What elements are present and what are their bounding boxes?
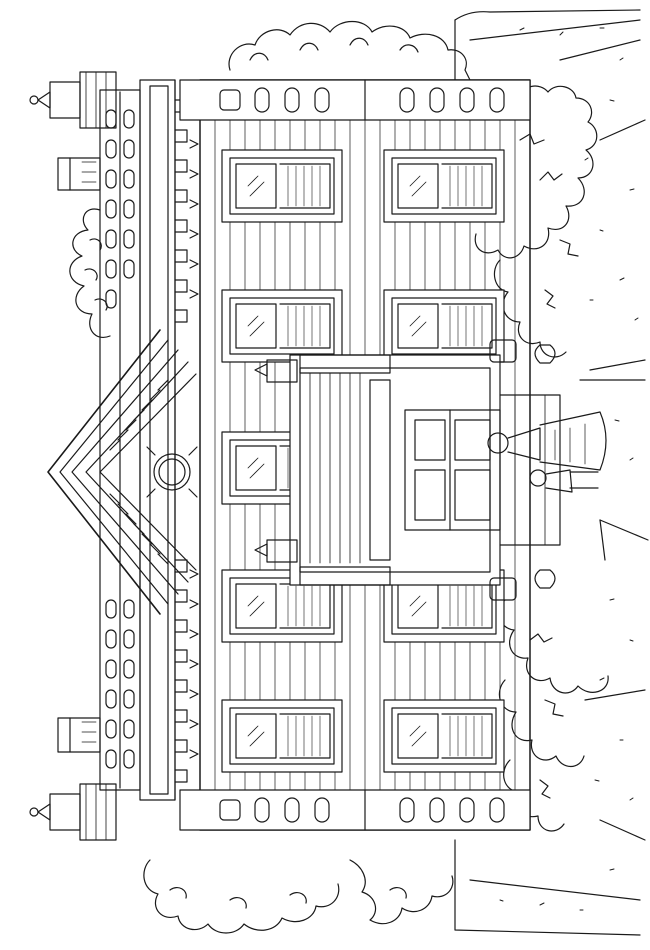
chimney-bottom — [58, 718, 100, 752]
child-head — [530, 470, 546, 486]
lawn — [455, 10, 648, 935]
figure-child — [530, 470, 598, 492]
figure-woman — [488, 412, 606, 470]
window — [384, 150, 504, 222]
window — [384, 700, 504, 772]
roof-cresting — [100, 80, 198, 800]
window — [222, 570, 342, 642]
front-door — [405, 410, 500, 530]
spire-top — [30, 72, 116, 128]
windows — [222, 150, 504, 772]
eave-brackets — [175, 100, 198, 782]
window — [222, 700, 342, 772]
window — [222, 150, 342, 222]
woman-head — [488, 433, 508, 453]
central-gable — [48, 330, 197, 614]
background-trees — [70, 22, 470, 934]
chimney-top — [58, 158, 100, 190]
spire-bottom — [30, 784, 116, 840]
oculus-window — [154, 454, 190, 490]
window — [222, 290, 342, 362]
front-porch — [255, 340, 560, 600]
front-shrubs — [475, 86, 608, 831]
window — [384, 290, 504, 362]
